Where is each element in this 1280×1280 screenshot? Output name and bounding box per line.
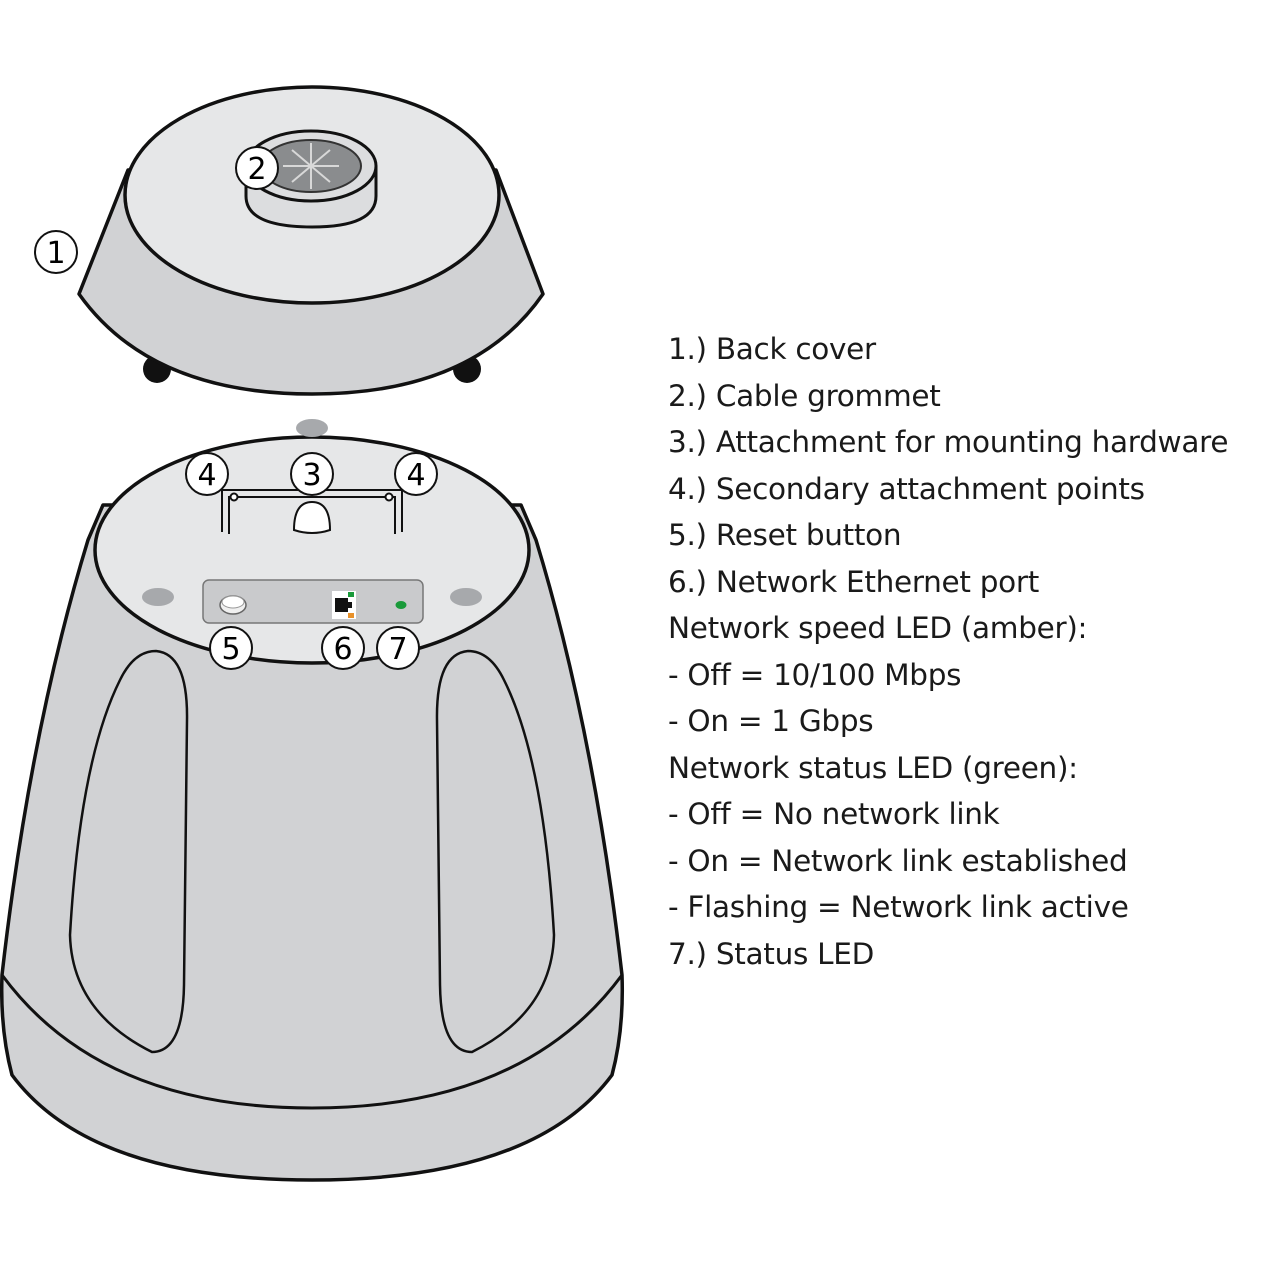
callout-2: 2	[235, 146, 279, 190]
status-led	[395, 601, 407, 609]
legend-item: - Flashing = Network link active	[668, 890, 1129, 924]
grip-recess-left	[68, 649, 189, 1054]
legend-item: 7.) Status LED	[668, 936, 875, 971]
callout-5: 5	[209, 626, 253, 670]
svg-text:2: 2	[247, 152, 266, 187]
legend-item: - Off = 10/100 Mbps	[668, 657, 962, 692]
legend-item: 1.) Back cover	[668, 332, 876, 366]
legend-item: 4.) Secondary attachment points	[668, 471, 1145, 506]
svg-text:7: 7	[388, 632, 407, 667]
callout-4-left: 4	[185, 452, 229, 496]
grip-recess-right	[435, 649, 556, 1054]
ethernet-port	[332, 591, 356, 619]
mounting-dimple-right	[450, 588, 482, 606]
mounting-dimple-top	[296, 419, 328, 437]
mounting-attachment	[292, 500, 332, 534]
legend-item: Network speed LED (amber):	[668, 611, 1088, 645]
callout-7: 7	[376, 626, 420, 670]
legend-list: 1.) Back cover 2.) Cable grommet 3.) Att…	[668, 326, 1272, 977]
legend-item: 3.) Attachment for mounting hardware	[668, 425, 1229, 459]
back-cover	[77, 85, 545, 396]
mounting-dimple-left	[142, 588, 174, 606]
svg-text:3: 3	[302, 458, 321, 493]
svg-text:5: 5	[221, 632, 240, 667]
svg-text:6: 6	[333, 632, 352, 667]
connector-panel	[202, 579, 424, 624]
callout-3: 3	[290, 452, 334, 496]
legend-item: - Off = No network link	[668, 797, 1000, 831]
legend-item: 6.) Network Ethernet port	[668, 564, 1040, 599]
legend-item: 5.) Reset button	[668, 518, 902, 552]
callout-4-right: 4	[394, 452, 438, 496]
svg-text:4: 4	[197, 458, 216, 493]
speaker-body-band	[0, 974, 624, 1110]
callout-6: 6	[321, 626, 365, 670]
speaker-body-shell	[0, 503, 625, 1182]
legend-item: 2.) Cable grommet	[668, 378, 941, 413]
callout-1: 1	[34, 230, 78, 274]
svg-text:1: 1	[46, 236, 65, 271]
legend-item: - On = 1 Gbps	[668, 704, 874, 738]
legend-item: - On = Network link established	[668, 843, 1128, 878]
legend-item: Network status LED (green):	[668, 750, 1078, 785]
svg-text:4: 4	[406, 458, 425, 493]
speaker-body	[0, 419, 625, 1182]
